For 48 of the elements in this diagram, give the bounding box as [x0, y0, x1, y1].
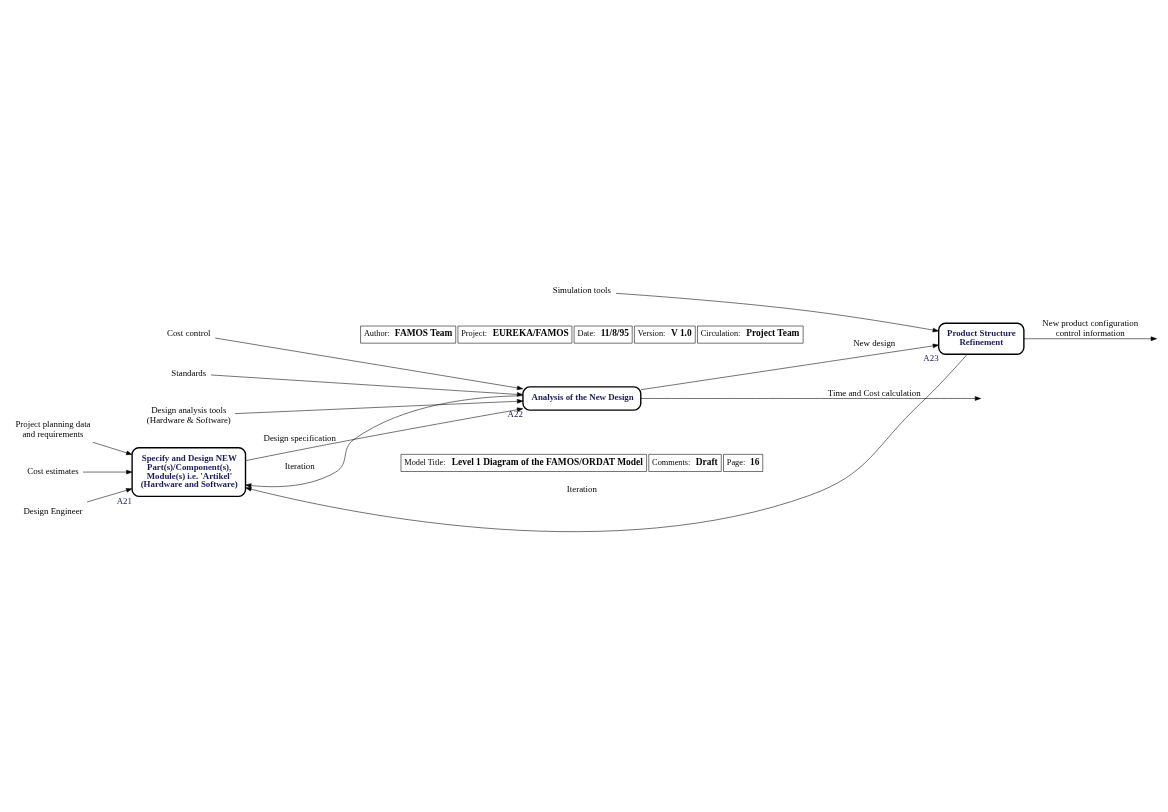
label: 11/8/95 — [600, 327, 629, 338]
label: Version: — [637, 328, 666, 338]
arrow — [214, 337, 524, 390]
edge-label: New product configuration control information — [1042, 317, 1139, 338]
label: Project: — [461, 328, 488, 338]
node-text: Cost control — [167, 327, 211, 338]
node-text: Design analysis tools (Hardware & Software) — [146, 404, 231, 425]
arrow — [234, 398, 524, 414]
edge-label: Time and Cost calculation — [827, 387, 921, 398]
node-text: Cost estimates — [27, 465, 79, 476]
node-label: A22 — [507, 408, 523, 419]
label: EUREKA/FAMOS — [492, 327, 569, 338]
arrow — [86, 487, 133, 502]
arrow — [245, 353, 968, 532]
label: Author: — [363, 328, 390, 338]
arrow — [640, 395, 981, 401]
node-text: Simulation tools — [552, 284, 611, 295]
arrow — [615, 292, 939, 332]
node-box: Specify and Design NEW Part(s)/Component(s), Module(s) i.e. 'Artikel' (Hardware and Software) — [131, 446, 247, 497]
label: Level 1 Diagram of the FAMOS/ORDAT Model — [451, 456, 643, 467]
edge-label: New design — [853, 337, 896, 348]
label: Model Title: — [404, 457, 446, 467]
label: Draft — [695, 456, 718, 467]
edge-label: Iteration — [284, 460, 315, 471]
node-box: Product Structure Refinement — [938, 322, 1025, 355]
arrow — [245, 407, 524, 461]
node-text: Design Engineer — [23, 505, 83, 516]
label: Project Team — [746, 327, 800, 338]
arrow — [640, 343, 939, 390]
label: V 1.0 — [670, 327, 692, 338]
node-label: A23 — [923, 352, 939, 363]
label: 16 — [750, 456, 760, 467]
edge-label: Design specification — [263, 432, 336, 443]
arrow — [245, 395, 524, 488]
label: Comments: — [652, 457, 691, 467]
label: Date: — [577, 328, 596, 338]
node-box: Analysis of the New Design — [522, 385, 642, 411]
label: Page: — [726, 457, 746, 467]
node-text: Standards — [171, 367, 207, 378]
arrow — [82, 469, 133, 474]
node-label: A21 — [116, 495, 132, 505]
arrow — [210, 374, 524, 397]
label: FAMOS Team — [394, 327, 453, 338]
arrow — [1023, 336, 1157, 341]
label: Circulation: — [700, 328, 741, 338]
edge-label: Iteration — [566, 483, 597, 494]
arrow — [92, 441, 133, 455]
node-text: Project planning data and requirements — [15, 418, 91, 439]
